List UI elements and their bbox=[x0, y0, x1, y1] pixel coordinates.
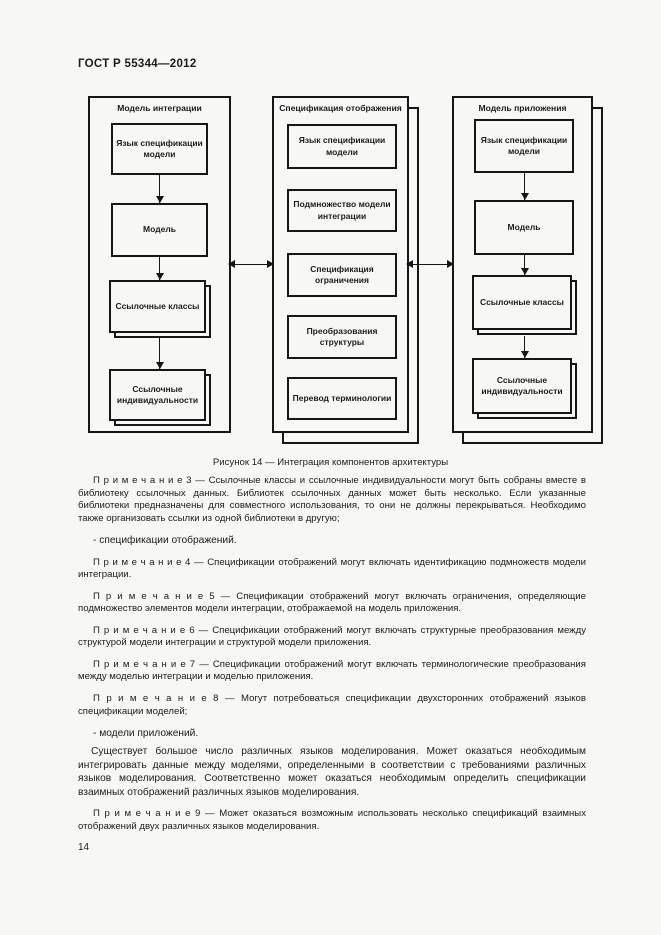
diagram-box: Спецификация ограничения bbox=[287, 253, 397, 297]
box-label: Язык спецификации модели bbox=[474, 119, 574, 173]
column-face: Спецификация отображения Язык спецификац… bbox=[272, 96, 409, 433]
column-face: Модель приложения Язык спецификации моде… bbox=[452, 96, 593, 433]
down-arrow-icon bbox=[524, 336, 525, 358]
box-label: Спецификация ограничения bbox=[287, 253, 397, 297]
box-label: Преобразования структуры bbox=[287, 315, 397, 359]
box-label: Ссылочные классы bbox=[109, 280, 206, 333]
box-label: Язык спецификации модели bbox=[287, 124, 397, 169]
document-standard-code: ГОСТ Р 55344—2012 bbox=[78, 58, 197, 70]
down-arrow-icon bbox=[159, 338, 160, 369]
diagram-box: Язык спецификации модели bbox=[287, 124, 397, 169]
double-arrow-icon bbox=[228, 259, 274, 268]
down-arrow-icon bbox=[159, 257, 160, 280]
column-title: Модель интеграции bbox=[117, 103, 202, 113]
box-label: Модель bbox=[111, 203, 208, 257]
diagram-box: Подмножество модели интеграции bbox=[287, 189, 397, 232]
box-label: Модель bbox=[474, 200, 574, 255]
box-label: Ссылочные классы bbox=[472, 275, 572, 330]
figure-caption: Рисунок 14 — Интеграция компонентов архи… bbox=[212, 457, 449, 468]
diagram-box: Преобразования структуры bbox=[287, 315, 397, 359]
note-9: П р и м е ч а н и е 9 — Может оказаться … bbox=[78, 808, 586, 832]
down-arrow-icon bbox=[524, 173, 525, 200]
diagram-column-mapping-specification: Спецификация отображения Язык спецификац… bbox=[272, 96, 419, 444]
diagram-column-integration-model: Модель интеграции Язык спецификации моде… bbox=[88, 96, 231, 433]
diagram-box-stacked: Ссылочные индивидуальности bbox=[472, 358, 577, 419]
diagram-box: Перевод терминологии bbox=[287, 377, 397, 420]
double-arrow-icon bbox=[406, 259, 454, 268]
list-item: - модели приложений. bbox=[93, 728, 199, 740]
note-5: П р и м е ч а н и е 5 — Спецификации ото… bbox=[78, 590, 586, 615]
figure-14-diagram: Модель интеграции Язык спецификации моде… bbox=[0, 96, 661, 448]
list-item: - спецификации отображений. bbox=[93, 535, 237, 547]
note-8: П р и м е ч а н и е 8 — Могут потребоват… bbox=[78, 693, 586, 717]
column-title: Модель приложения bbox=[478, 103, 567, 113]
note-6: П р и м е ч а н и е 6 — Спецификации ото… bbox=[78, 624, 586, 649]
note-3: П р и м е ч а н и е 3 — Ссылочные классы… bbox=[78, 475, 586, 524]
diagram-box: Язык спецификации модели bbox=[111, 123, 208, 175]
diagram-box: Модель bbox=[111, 203, 208, 257]
diagram-column-application-model: Модель приложения Язык спецификации моде… bbox=[452, 96, 603, 444]
diagram-box: Модель bbox=[474, 200, 574, 255]
down-arrow-icon bbox=[524, 255, 525, 275]
body-text: П р и м е ч а н и е 3 — Ссылочные классы… bbox=[78, 471, 586, 833]
box-label: Ссылочные индивидуальности bbox=[109, 369, 206, 421]
paragraph: Существует большое число различных языко… bbox=[78, 746, 586, 798]
column-title: Спецификация отображения bbox=[279, 103, 402, 113]
diagram-box-stacked: Ссылочные классы bbox=[109, 280, 211, 338]
diagram-box: Язык спецификации модели bbox=[474, 119, 574, 173]
note-4: П р и м е ч а н и е 4 — Спецификации ото… bbox=[78, 556, 586, 581]
box-label: Ссылочные индивидуальности bbox=[472, 358, 572, 414]
box-label: Язык спецификации модели bbox=[111, 123, 208, 175]
box-label: Перевод терминологии bbox=[287, 377, 397, 420]
diagram-box-stacked: Ссылочные классы bbox=[472, 275, 577, 335]
page-number: 14 bbox=[78, 842, 90, 853]
note-7: П р и м е ч а н и е 7 — Спецификации ото… bbox=[78, 658, 586, 683]
down-arrow-icon bbox=[159, 175, 160, 203]
diagram-box-stacked: Ссылочные индивидуальности bbox=[109, 369, 211, 426]
box-label: Подмножество модели интеграции bbox=[287, 189, 397, 232]
